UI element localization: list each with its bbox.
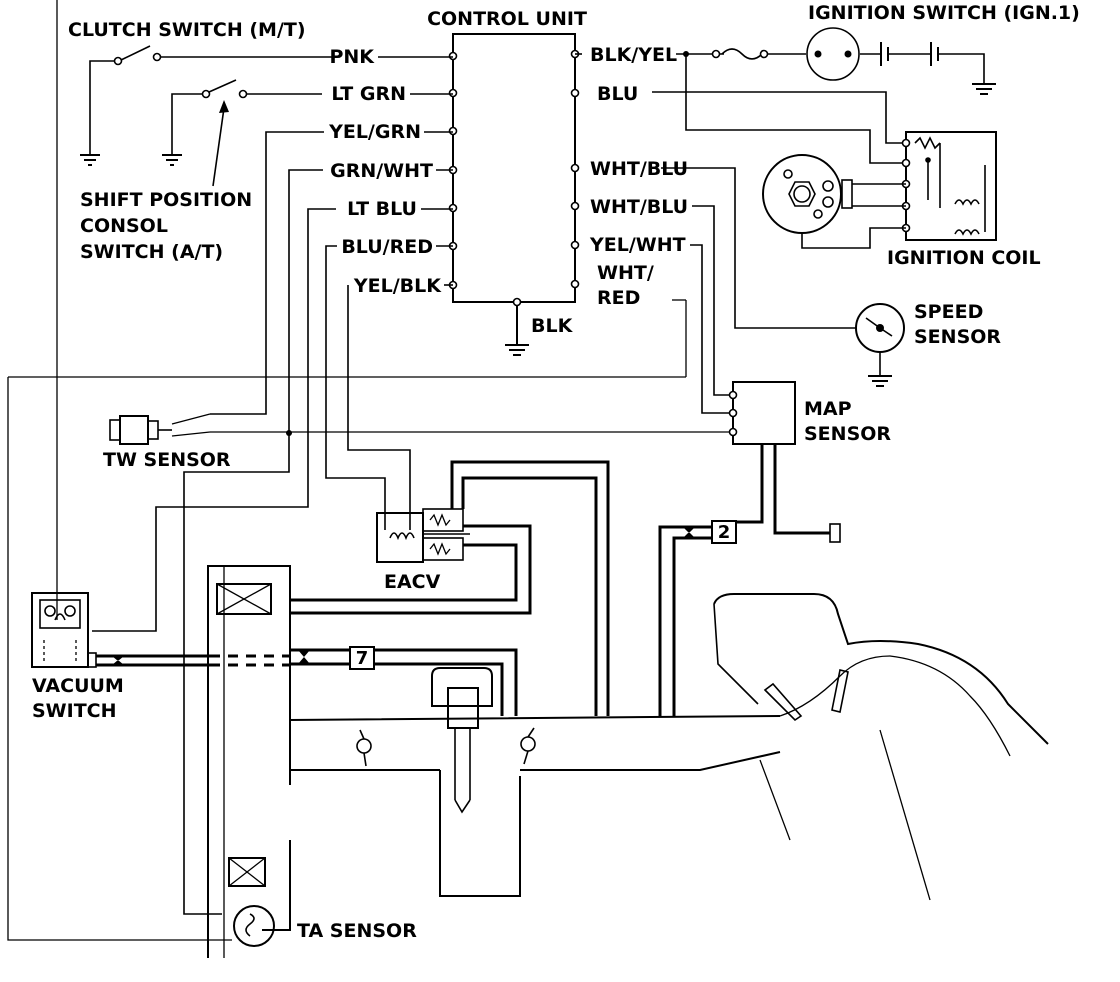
tw-sensor: TW SENSOR xyxy=(103,413,231,471)
pin-label-wht-blu-2: WHT/BLU xyxy=(590,196,688,218)
pin-label-grn-wht: GRN/WHT xyxy=(330,160,433,182)
eacv: EACV xyxy=(290,460,610,716)
ta-sensor-body xyxy=(233,905,275,947)
pin-label-yel-grn: YEL/GRN xyxy=(328,121,421,143)
cu-ground-label: BLK xyxy=(531,315,574,337)
hose-tag-7-label: 7 xyxy=(356,648,369,669)
pin-label-blk-yel: BLK/YEL xyxy=(590,44,677,66)
hose-tag-2 xyxy=(711,520,737,544)
eacv-label: EACV xyxy=(384,571,441,593)
clutch-switch: CLUTCH SWITCH (M/T) xyxy=(68,19,306,166)
hose-tag-7 xyxy=(349,646,375,670)
control-unit: CONTROL UNIT BLK xyxy=(427,8,587,356)
pin-label-wht-blu-1: WHT/BLU xyxy=(590,158,688,180)
ignition-switch: IGNITION SWITCH (IGN.1) xyxy=(575,2,1080,164)
pin-label-wht-red-2: RED xyxy=(597,287,640,309)
air-filter-lower xyxy=(228,857,266,887)
vacuum-switch-label-1: VACUUM xyxy=(32,675,124,697)
map-sensor-label-2: SENSOR xyxy=(804,423,891,445)
ignition-coil: IGNITION COIL xyxy=(652,91,1041,269)
pin-label-yel-wht: YEL/WHT xyxy=(589,234,686,256)
air-filter-upper xyxy=(216,583,272,615)
shift-position-switch: SHIFT POSITION CONSOL SWITCH (A/T) xyxy=(80,79,252,263)
pin-label-pnk: PNK xyxy=(329,46,375,68)
pin-label-lt-grn: LT GRN xyxy=(331,83,406,105)
pin-label-blu: BLU xyxy=(597,83,638,105)
control-unit-box xyxy=(452,33,576,303)
intake-assembly: TA SENSOR xyxy=(207,565,1049,958)
tw-sensor-label: TW SENSOR xyxy=(103,449,231,471)
map-sensor-label-1: MAP xyxy=(804,398,852,420)
clutch-switch-label: CLUTCH SWITCH (M/T) xyxy=(68,19,306,41)
ta-sensor-label: TA SENSOR xyxy=(297,920,417,942)
speed-sensor-label-1: SPEED xyxy=(914,301,983,323)
left-wiring xyxy=(7,0,733,941)
control-unit-left-pins: PNK LT GRN YEL/GRN GRN/WHT LT BLU BLU/RE… xyxy=(328,46,458,297)
pin-label-wht-red-1: WHT/ xyxy=(597,262,654,284)
ignition-coil-label: IGNITION COIL xyxy=(887,247,1041,269)
control-unit-right-pins: BLK/YEL BLU WHT/BLU WHT/BLU YEL/WHT WHT/… xyxy=(570,44,688,309)
shift-switch-label-1: SHIFT POSITION xyxy=(80,189,252,211)
pin-label-blu-red: BLU/RED xyxy=(341,236,433,258)
speed-sensor: SPEED SENSOR xyxy=(661,167,1001,387)
hose-tag-2-label: 2 xyxy=(718,522,731,543)
control-unit-title: CONTROL UNIT xyxy=(427,8,587,30)
shift-switch-label-2: CONSOL xyxy=(80,215,168,237)
pin-label-yel-blk: YEL/BLK xyxy=(353,275,442,297)
speed-sensor-label-2: SENSOR xyxy=(914,326,1001,348)
vacuum-switch-label-2: SWITCH xyxy=(32,700,117,722)
vacuum-switch: VACUUM SWITCH 7 xyxy=(31,592,518,722)
shift-switch-label-3: SWITCH (A/T) xyxy=(80,241,223,263)
map-sensor: MAP SENSOR 2 xyxy=(658,205,891,716)
ignition-switch-label: IGNITION SWITCH (IGN.1) xyxy=(808,2,1080,24)
pin-label-lt-blu: LT BLU xyxy=(347,198,417,220)
